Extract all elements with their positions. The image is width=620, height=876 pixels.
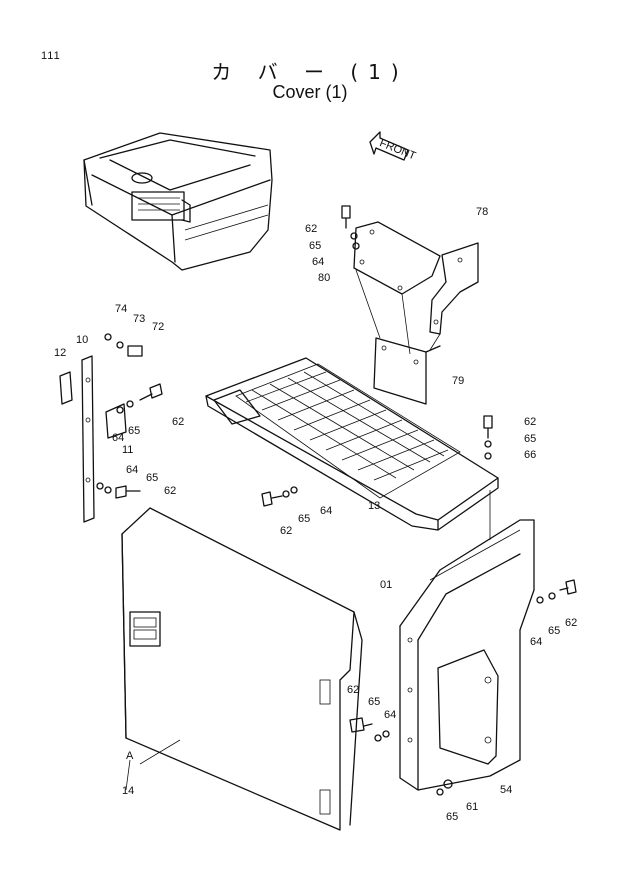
callout-62: 62 <box>164 485 176 497</box>
callout-labels: 7473721012626564116465626265648078796265… <box>54 206 577 823</box>
plate-54 <box>437 649 499 765</box>
callout-62: 62 <box>524 416 536 428</box>
page-title-english: Cover (1) <box>272 82 348 102</box>
callout-79: 79 <box>452 375 464 387</box>
stay-brackets-left <box>59 355 127 523</box>
grille-13 <box>205 357 499 531</box>
page-number: 111 <box>41 50 61 62</box>
page-title-japanese: カ バ ー (1) <box>211 60 409 84</box>
callout-62: 62 <box>280 525 292 537</box>
callout-80: 80 <box>318 272 330 284</box>
callout-13: 13 <box>368 500 380 512</box>
callout-A: A <box>126 750 134 762</box>
callout-66: 66 <box>524 449 536 461</box>
callout-65: 65 <box>309 240 321 252</box>
callout-11: 11 <box>122 444 133 456</box>
front-direction-arrow: FRONT <box>369 131 418 163</box>
machine-overview-illustration <box>83 132 273 271</box>
callout-01: 01 <box>380 579 392 591</box>
callout-65: 65 <box>548 625 560 637</box>
callout-64: 64 <box>384 709 396 721</box>
callout-64: 64 <box>530 636 542 648</box>
callout-65: 65 <box>298 513 310 525</box>
callout-64: 64 <box>126 464 138 476</box>
callout-65: 65 <box>524 433 536 445</box>
callout-61: 61 <box>466 801 478 813</box>
callout-65: 65 <box>446 811 458 823</box>
callout-12: 12 <box>54 347 66 359</box>
callout-74: 74 <box>115 303 127 315</box>
callout-54: 54 <box>500 784 512 796</box>
callout-65: 65 <box>146 472 158 484</box>
callout-62: 62 <box>172 416 184 428</box>
callout-14: 14 <box>122 785 134 797</box>
frame-01 <box>399 490 535 791</box>
callout-64: 64 <box>112 432 124 444</box>
callout-65: 65 <box>128 425 140 437</box>
callout-10: 10 <box>76 334 88 346</box>
side-panel-14 <box>121 507 363 831</box>
callout-62: 62 <box>305 223 317 235</box>
callout-65: 65 <box>368 696 380 708</box>
bracket-79 <box>355 269 441 405</box>
callout-64: 64 <box>320 505 332 517</box>
front-arrow-label: FRONT <box>378 137 418 162</box>
top-cover-plate <box>353 221 479 335</box>
fasteners <box>96 205 577 796</box>
callout-72: 72 <box>152 321 164 333</box>
callout-62: 62 <box>347 684 359 696</box>
callout-64: 64 <box>312 256 324 268</box>
callout-62: 62 <box>565 617 577 629</box>
callout-78: 78 <box>476 206 488 218</box>
callout-73: 73 <box>133 313 145 325</box>
